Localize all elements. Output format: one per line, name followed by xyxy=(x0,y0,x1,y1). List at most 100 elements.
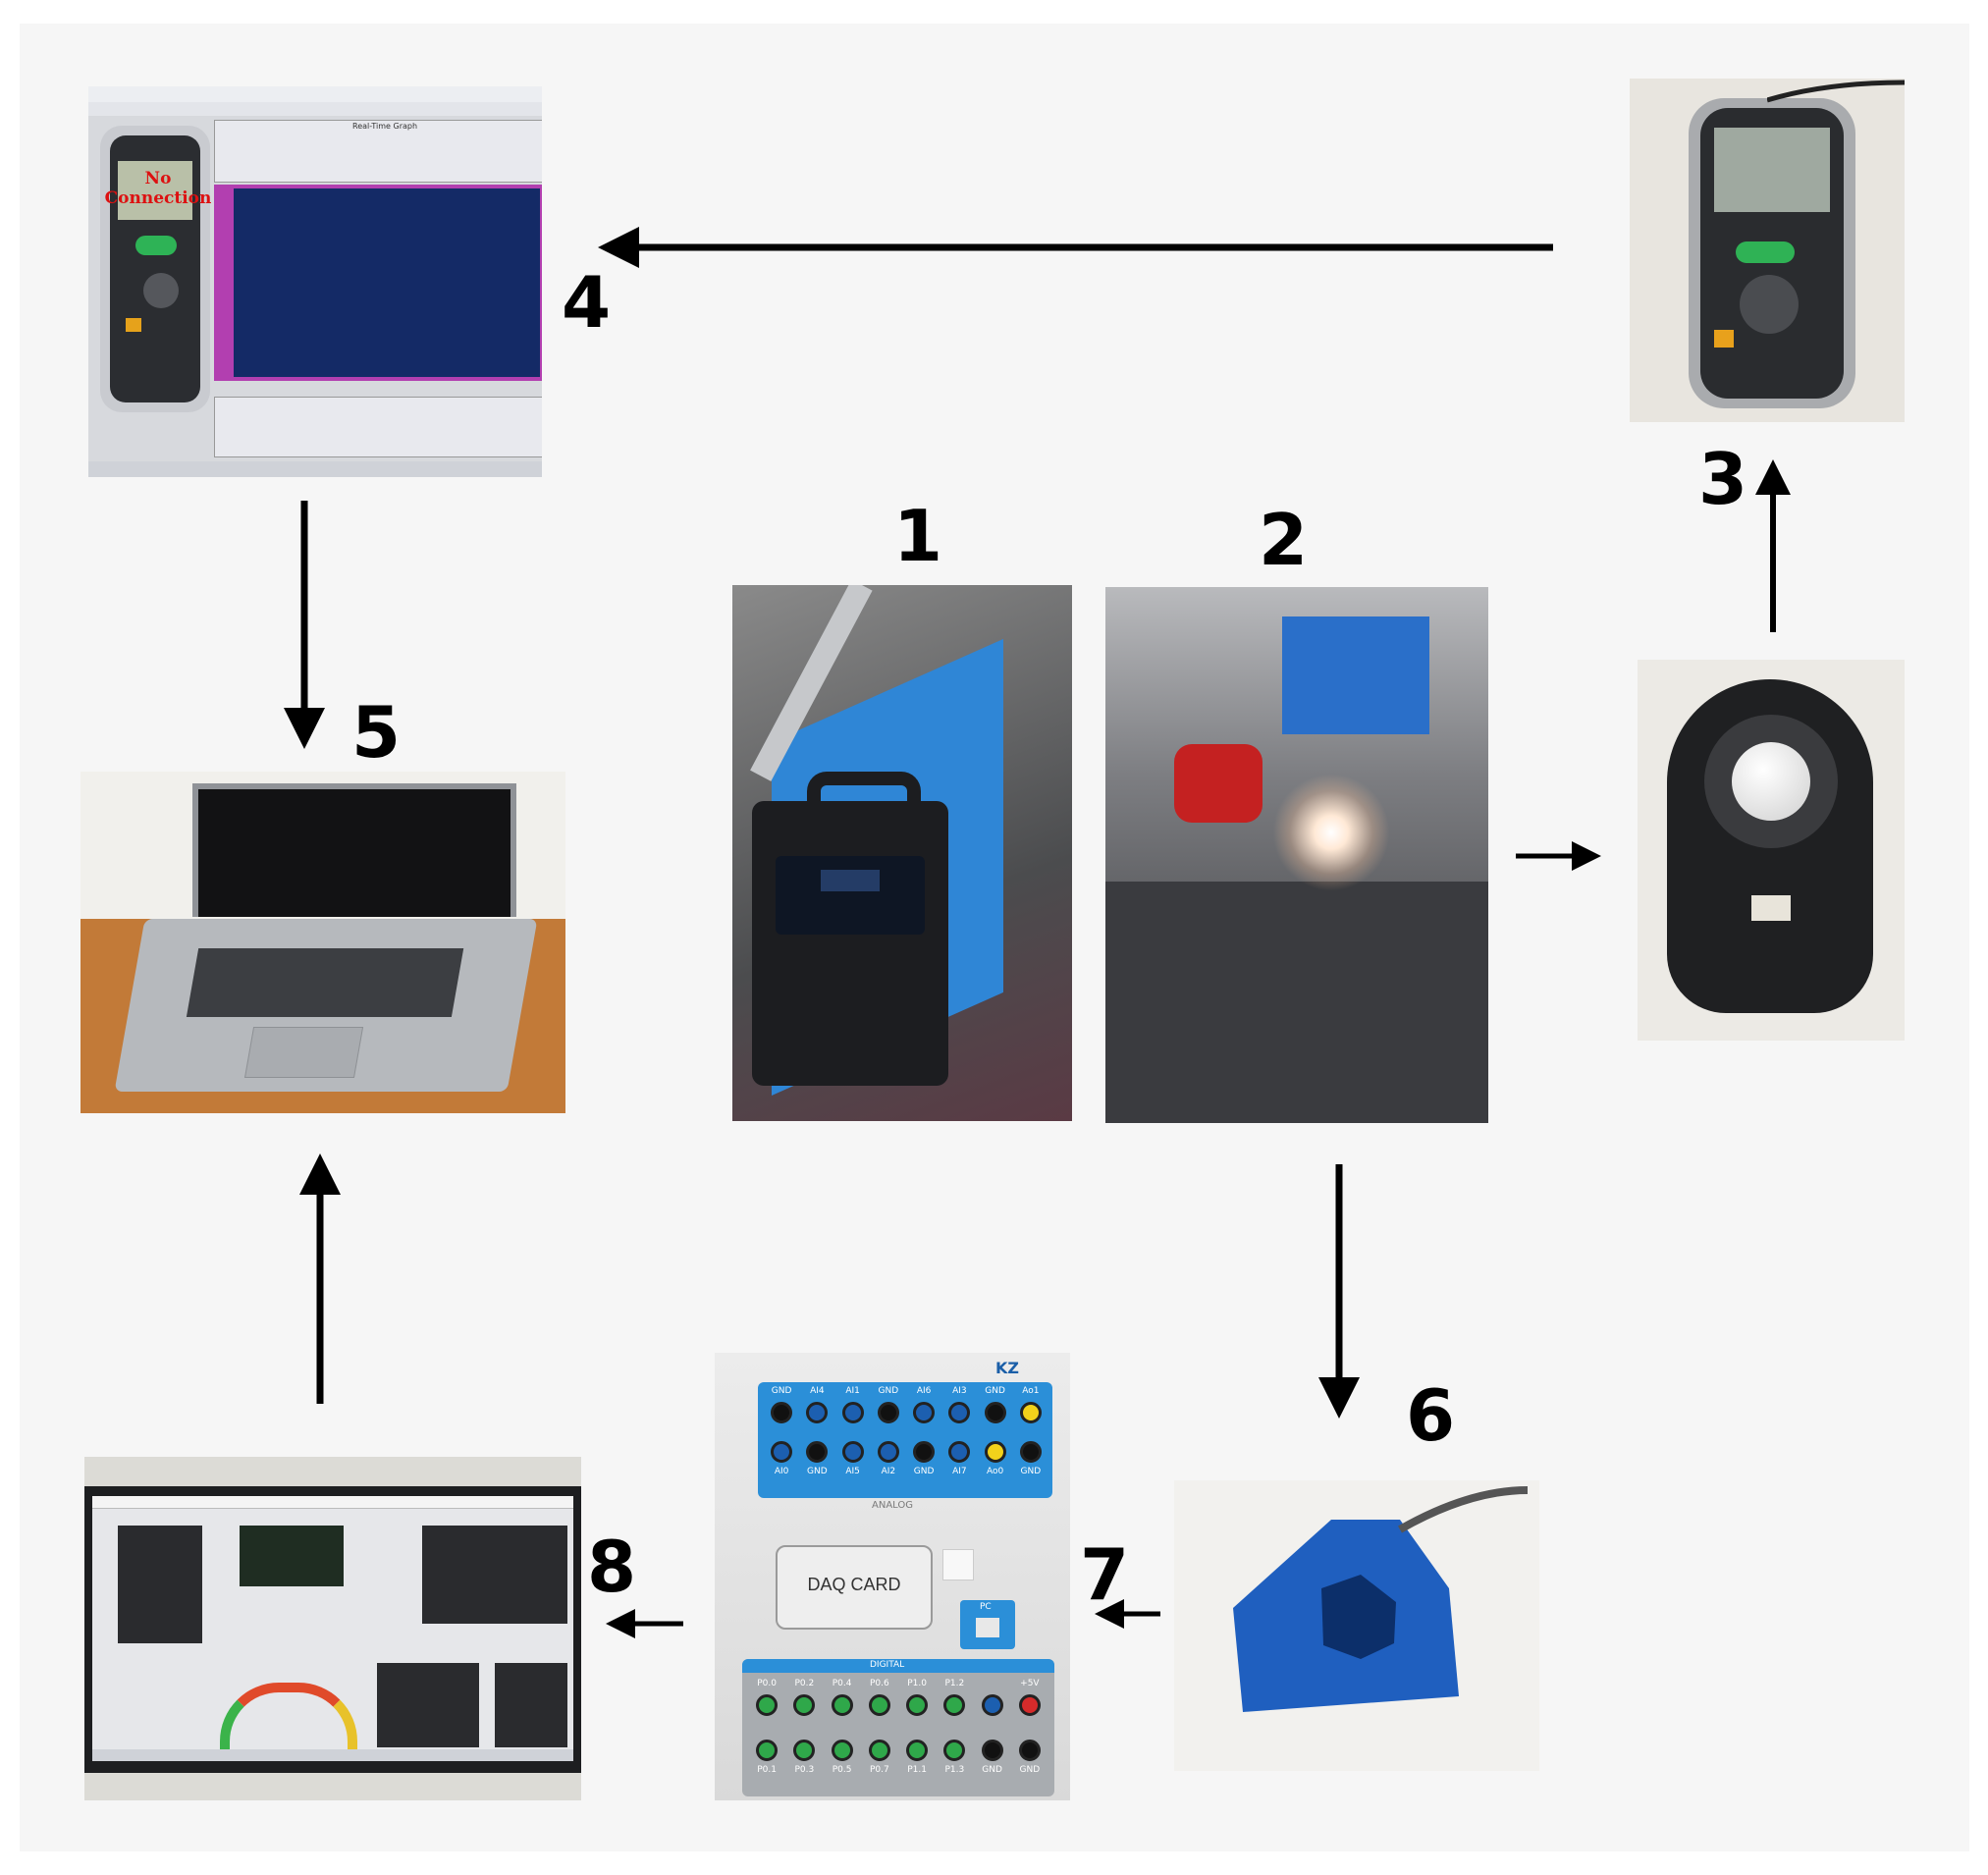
step-4-label: 4 xyxy=(562,261,612,344)
jack-label: P0.1 xyxy=(757,1765,777,1775)
step-1-label: 1 xyxy=(893,495,943,577)
step-2-label: 2 xyxy=(1259,499,1309,581)
jack-label: AI3 xyxy=(952,1386,967,1396)
jack-label: AI6 xyxy=(916,1386,932,1396)
status-bar xyxy=(88,461,542,477)
photo-5-laptop xyxy=(81,772,565,1113)
photo-8-monitoring-screen xyxy=(84,1457,581,1800)
photo-2-welding-operation xyxy=(1105,587,1488,1123)
taskbar xyxy=(92,1749,573,1761)
sensor-dome xyxy=(1732,742,1810,821)
graph-4 xyxy=(377,1663,479,1747)
jack-label: GND xyxy=(985,1386,1005,1396)
power-button-icon xyxy=(1736,241,1795,263)
jack-label: P1.3 xyxy=(944,1765,965,1775)
jack-label: AI2 xyxy=(881,1467,896,1476)
step-8-label: 8 xyxy=(587,1526,637,1608)
jack-connector xyxy=(943,1740,966,1761)
graph-2 xyxy=(240,1526,344,1586)
background-machine xyxy=(1282,616,1429,734)
graph-plot-area xyxy=(234,188,540,377)
jack-connector xyxy=(981,1694,1003,1716)
jack-connector xyxy=(841,1402,864,1423)
jack-label: P1.0 xyxy=(907,1679,927,1688)
graph-frame xyxy=(214,185,542,381)
welding-glove xyxy=(1174,744,1263,823)
jack-connector xyxy=(877,1402,899,1423)
jack-label: Ao1 xyxy=(1022,1386,1040,1396)
pc-label: PC xyxy=(980,1602,992,1612)
jack-label: P0.6 xyxy=(870,1679,889,1688)
jack-label: Ao0 xyxy=(987,1467,1004,1476)
jack-label: GND xyxy=(807,1467,828,1476)
monitor-screen xyxy=(92,1496,573,1761)
jack-connector xyxy=(906,1740,929,1761)
step-5-label: 5 xyxy=(351,691,402,774)
photo-3-luxmeter xyxy=(1630,79,1905,422)
photo-1-welding-machine xyxy=(732,585,1072,1121)
jack-connector xyxy=(948,1402,971,1423)
jack-connector xyxy=(831,1740,853,1761)
daq-brand-label: KZ xyxy=(995,1359,1019,1377)
jack-label: AI5 xyxy=(845,1467,860,1476)
current-sensor-shape xyxy=(1233,1486,1529,1712)
jack-connector xyxy=(948,1441,971,1463)
jack-connector xyxy=(1018,1740,1041,1761)
welding-table xyxy=(1105,882,1488,1123)
jack-connector xyxy=(756,1694,779,1716)
jack-connector xyxy=(806,1402,829,1423)
usb-port-block: PC xyxy=(960,1600,1015,1649)
jack-connector xyxy=(793,1740,816,1761)
jack-connector xyxy=(984,1441,1006,1463)
jack-connector xyxy=(793,1694,816,1716)
jack-connector xyxy=(1018,1694,1041,1716)
graph-3 xyxy=(422,1526,567,1624)
settings-panel: Real-Time Graph xyxy=(214,120,542,183)
daq-card-box: DAQ CARD xyxy=(776,1545,933,1630)
gauge-dial xyxy=(220,1683,357,1761)
jack-connector xyxy=(1019,1441,1042,1463)
jack-label: P0.5 xyxy=(832,1765,852,1775)
jack-label: P0.7 xyxy=(870,1765,889,1775)
jack-connector xyxy=(906,1694,929,1716)
graph-1 xyxy=(118,1526,202,1643)
jack-connector xyxy=(943,1694,966,1716)
analog-label: ANALOG xyxy=(872,1500,913,1511)
photo-light-sensor xyxy=(1638,660,1905,1041)
jack-label: AI0 xyxy=(774,1467,789,1476)
jack-label: P0.3 xyxy=(794,1765,815,1775)
welding-arc xyxy=(1272,774,1390,891)
jack-label: GND xyxy=(982,1765,1002,1775)
jack-label: GND xyxy=(913,1467,935,1476)
cable xyxy=(1767,80,1905,103)
jack-connector xyxy=(841,1441,864,1463)
jack-connector xyxy=(913,1402,936,1423)
laptop-screen xyxy=(192,783,516,917)
jack-label: P0.4 xyxy=(832,1679,852,1688)
graph-5 xyxy=(495,1663,567,1747)
jack-label: P1.1 xyxy=(907,1765,927,1775)
jack-connector xyxy=(771,1402,793,1423)
jack-connector xyxy=(877,1441,899,1463)
machine-front-panel xyxy=(752,772,948,1086)
jack-connector xyxy=(913,1441,936,1463)
jack-label: +5V xyxy=(1020,1679,1040,1688)
jack-connector xyxy=(756,1740,779,1761)
jack-label: AI7 xyxy=(952,1467,967,1476)
jack-label: GND xyxy=(1019,1765,1041,1775)
no-connection-label: No Connection xyxy=(104,169,212,208)
daq-card-label: DAQ CARD xyxy=(807,1575,901,1594)
jack-connector xyxy=(868,1740,890,1761)
digital-label: DIGITAL xyxy=(870,1660,905,1670)
jack-label: GND xyxy=(878,1386,899,1396)
jack-connector xyxy=(1019,1402,1042,1423)
jack-connector xyxy=(984,1402,1006,1423)
jack-connector xyxy=(981,1740,1003,1761)
jack-connector xyxy=(806,1441,829,1463)
jack-label: GND xyxy=(771,1386,792,1396)
jack-connector xyxy=(771,1441,793,1463)
